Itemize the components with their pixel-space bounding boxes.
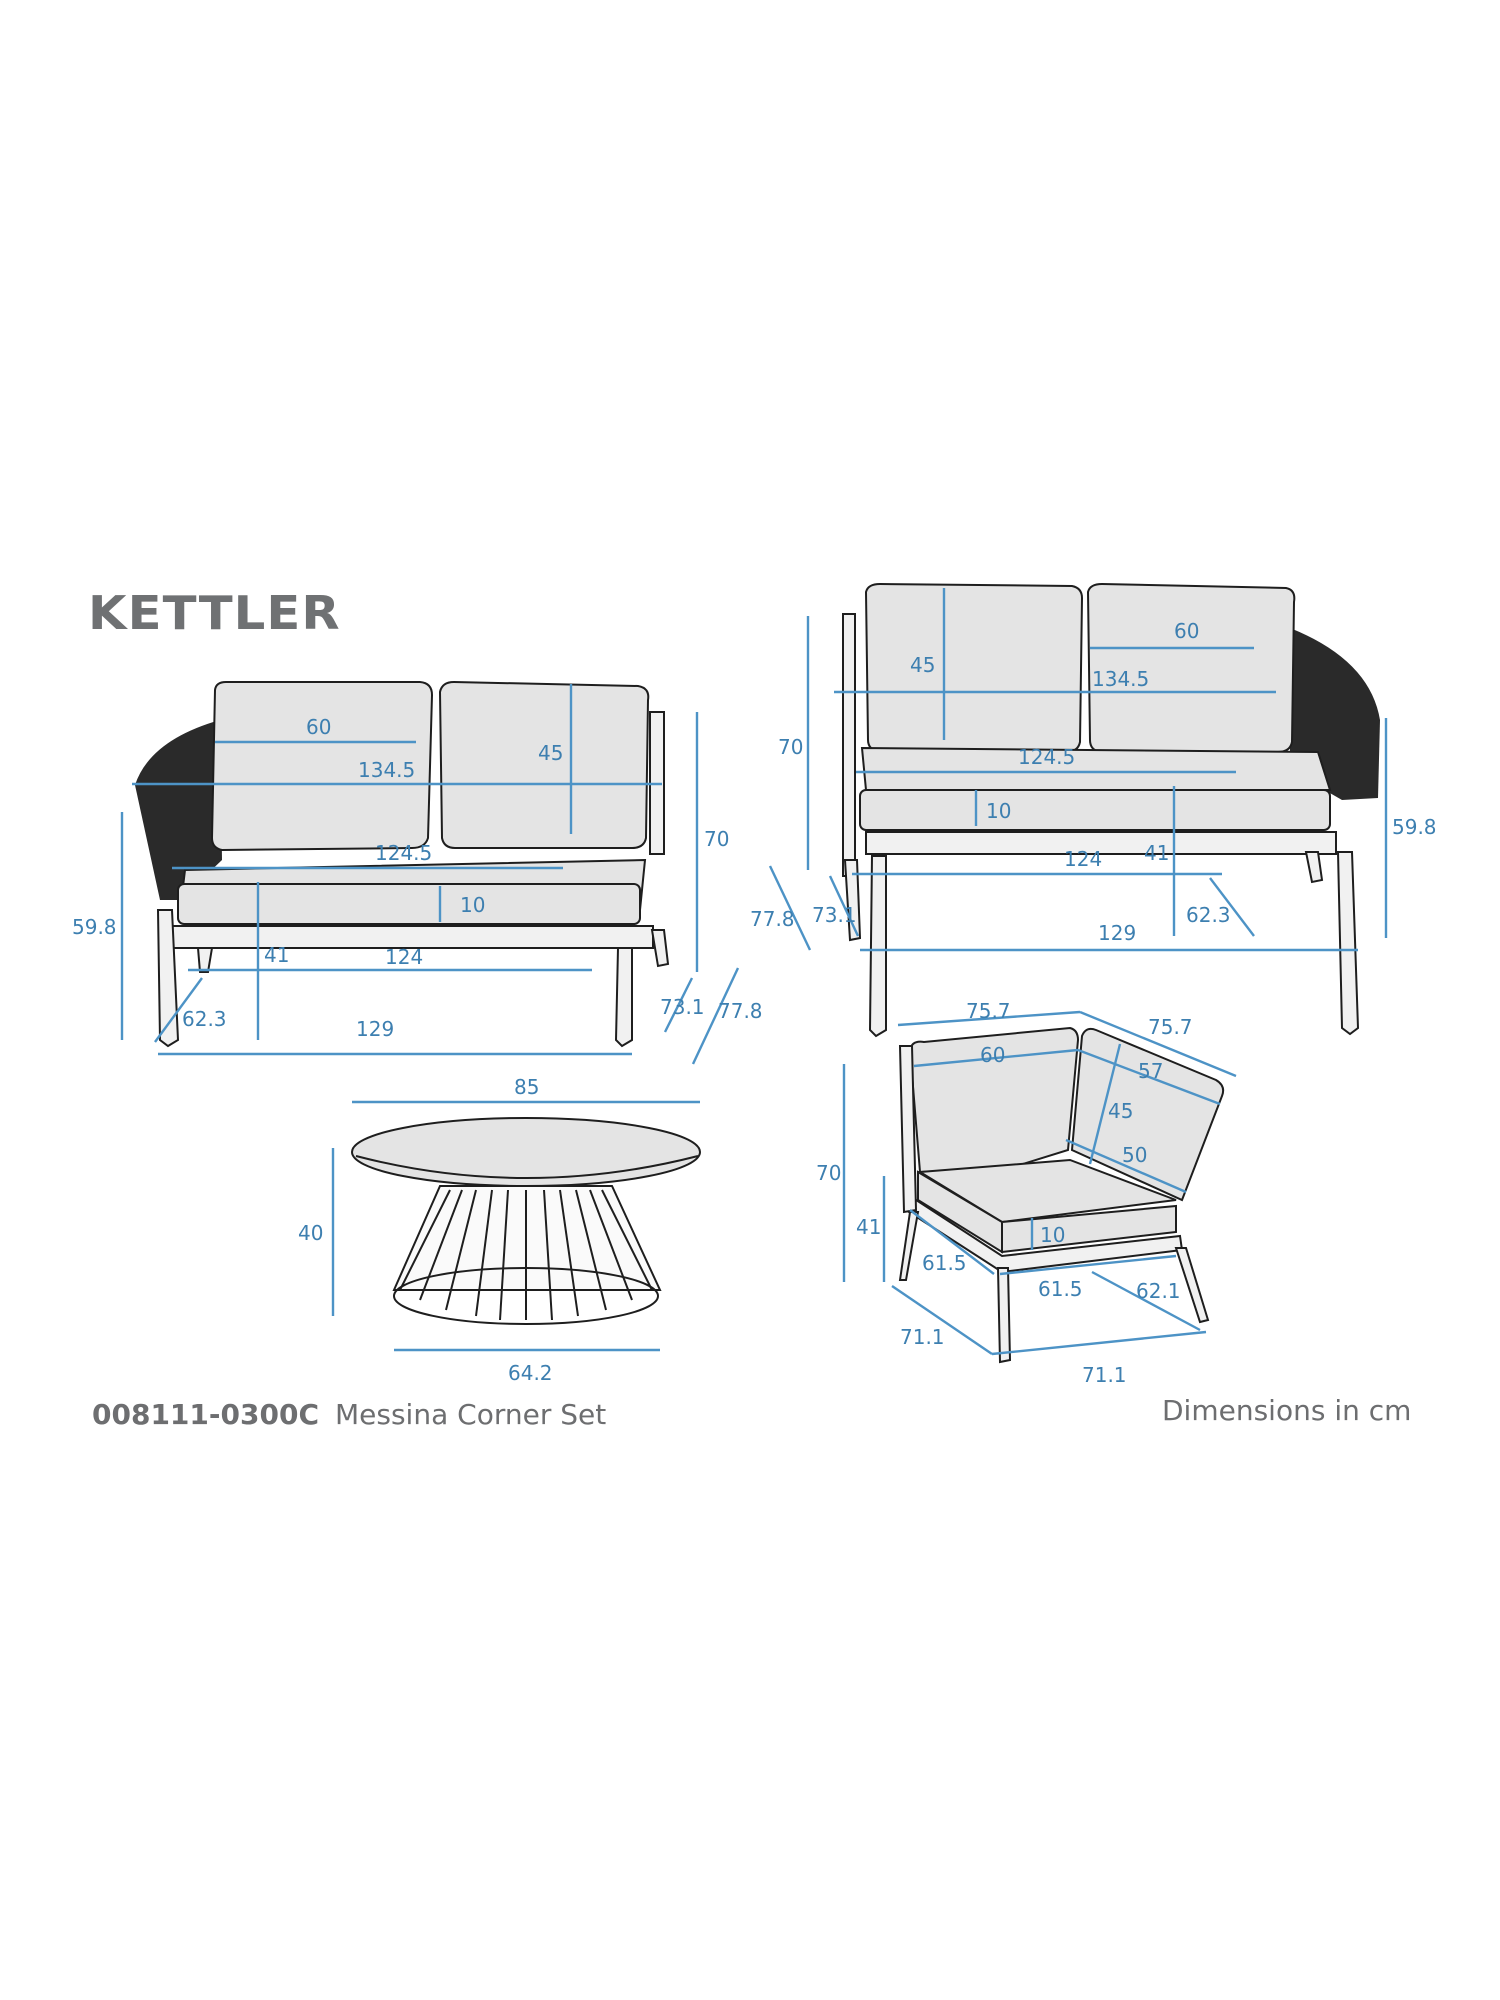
dim-line bbox=[1209, 877, 1255, 937]
leg bbox=[614, 947, 633, 1048]
dim-label: 129 bbox=[1098, 921, 1136, 945]
dim-label: 71.1 bbox=[900, 1325, 945, 1349]
dim-label: 62.3 bbox=[1186, 903, 1231, 927]
coffee-table-drawing: 85 40 64.2 bbox=[298, 1075, 701, 1385]
dim-line bbox=[1065, 1138, 1187, 1194]
leg bbox=[996, 1267, 1012, 1364]
dim-label: 124 bbox=[385, 945, 423, 969]
dim-label: 50 bbox=[1122, 1143, 1147, 1167]
dim-label: 45 bbox=[910, 653, 935, 677]
dim-label: 70 bbox=[816, 1161, 841, 1185]
dim-line bbox=[891, 1285, 993, 1355]
dim-label: 60 bbox=[980, 1043, 1005, 1067]
right-sofa-drawing: 45 60 134.5 124.5 10 124 41 70 59.8 62.3… bbox=[750, 582, 1437, 1038]
dim-line bbox=[828, 875, 860, 937]
dim-label: 61.5 bbox=[1038, 1277, 1083, 1301]
dim-label: 73.1 bbox=[812, 903, 857, 927]
leg bbox=[1174, 1247, 1210, 1324]
product-code: 008111-0300C bbox=[92, 1398, 319, 1431]
leg bbox=[650, 929, 670, 968]
leg bbox=[843, 859, 862, 942]
seat-rail bbox=[865, 831, 1337, 855]
dim-label: 60 bbox=[1174, 619, 1199, 643]
dim-line bbox=[1079, 1010, 1237, 1078]
dim-label: 41 bbox=[1144, 841, 1169, 865]
leg bbox=[1304, 851, 1324, 884]
dim-label: 73.1 bbox=[660, 995, 705, 1019]
leg bbox=[1336, 851, 1360, 1036]
dim-line bbox=[1077, 1048, 1221, 1106]
dim-label: 134.5 bbox=[358, 758, 415, 782]
dim-label: 45 bbox=[1108, 1099, 1133, 1123]
dim-label: 62.1 bbox=[1136, 1279, 1181, 1303]
dim-line bbox=[909, 1209, 995, 1275]
dim-label: 60 bbox=[306, 715, 331, 739]
dim-label: 124.5 bbox=[375, 841, 432, 865]
units-note: Dimensions in cm bbox=[1162, 1394, 1412, 1427]
brand-logo: KETTLER bbox=[88, 586, 341, 640]
dim-line bbox=[1088, 1043, 1122, 1165]
leg bbox=[898, 1211, 920, 1281]
table-top-edge bbox=[355, 1155, 699, 1179]
dim-label: 129 bbox=[356, 1017, 394, 1041]
leg bbox=[868, 855, 887, 1038]
back-cushion-left bbox=[864, 582, 1084, 753]
dim-label: 57 bbox=[1138, 1059, 1163, 1083]
product-caption: 008111-0300C Messina Corner Set bbox=[92, 1398, 606, 1431]
dim-label: 70 bbox=[778, 735, 803, 759]
dim-label: 77.8 bbox=[750, 907, 795, 931]
dim-line bbox=[1091, 1270, 1201, 1332]
rope-arm bbox=[135, 720, 222, 900]
dim-label: 75.7 bbox=[1148, 1015, 1193, 1039]
dim-line bbox=[897, 1010, 1081, 1027]
dim-label: 71.1 bbox=[1082, 1363, 1127, 1387]
dim-label: 40 bbox=[298, 1221, 323, 1245]
dim-line bbox=[154, 977, 203, 1043]
dim-label: 62.3 bbox=[182, 1007, 227, 1031]
seat-cushion bbox=[859, 789, 1331, 831]
dim-label: 64.2 bbox=[508, 1361, 553, 1385]
dim-label: 59.8 bbox=[72, 915, 117, 939]
left-post bbox=[842, 613, 856, 877]
dim-line bbox=[768, 865, 812, 951]
table-base-ring bbox=[393, 1267, 659, 1325]
dim-label: 59.8 bbox=[1392, 815, 1437, 839]
dim-label: 41 bbox=[856, 1215, 881, 1239]
dim-label: 61.5 bbox=[922, 1251, 967, 1275]
dim-label: 75.7 bbox=[966, 999, 1011, 1023]
table-top bbox=[351, 1117, 701, 1187]
dim-label: 10 bbox=[460, 893, 485, 917]
back-cushion-right bbox=[438, 680, 650, 849]
dim-label: 85 bbox=[514, 1075, 539, 1099]
dim-line bbox=[999, 1254, 1177, 1276]
back-cushion-left bbox=[908, 1026, 1080, 1174]
leg bbox=[156, 909, 180, 1048]
dim-label: 10 bbox=[1040, 1223, 1065, 1247]
dim-label: 124.5 bbox=[1018, 745, 1075, 769]
dim-label: 124 bbox=[1064, 847, 1102, 871]
dim-label: 77.8 bbox=[718, 999, 763, 1023]
leg bbox=[196, 947, 214, 973]
dim-line bbox=[991, 1330, 1207, 1356]
seat-top bbox=[860, 746, 1332, 791]
dim-label: 70 bbox=[704, 827, 729, 851]
back-cushion-right bbox=[1070, 1027, 1225, 1202]
dim-line bbox=[691, 967, 740, 1065]
left-sofa-drawing: 60 134.5 45 124.5 10 41 124 59.8 70 62.3… bbox=[72, 680, 763, 1065]
product-name: Messina Corner Set bbox=[335, 1398, 607, 1431]
dim-line bbox=[913, 1048, 1079, 1068]
seat-cushion bbox=[177, 883, 641, 925]
dim-line bbox=[663, 977, 694, 1033]
dim-label: 10 bbox=[986, 799, 1011, 823]
dim-label: 45 bbox=[538, 741, 563, 765]
back-cushion-left bbox=[210, 681, 434, 852]
table-slats bbox=[399, 1189, 653, 1321]
back-post bbox=[898, 1045, 918, 1214]
seat-front bbox=[1001, 1204, 1177, 1254]
dim-label: 134.5 bbox=[1092, 667, 1149, 691]
dim-label: 41 bbox=[264, 943, 289, 967]
corner-chair-drawing: 75.7 75.7 60 57 45 50 70 41 10 61.5 61.5… bbox=[816, 999, 1237, 1387]
